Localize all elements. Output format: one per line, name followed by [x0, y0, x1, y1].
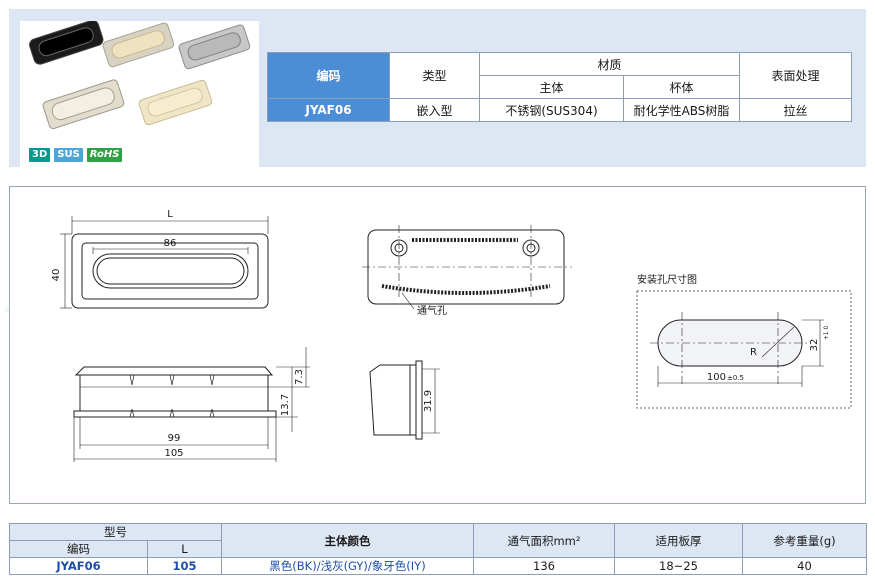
spec-header-type: 类型 — [389, 52, 480, 99]
model-cell-weight: 40 — [742, 557, 867, 575]
side-view — [73, 347, 310, 462]
back-view — [362, 225, 572, 310]
dim-side-13-7: 13.7 — [280, 394, 291, 416]
spec-header-body: 主体 — [479, 75, 624, 99]
certification-badges: 3D SUS RoHS — [29, 148, 123, 162]
badge-3d: 3D — [29, 148, 51, 162]
model-cell-vent-area: 136 — [473, 557, 615, 575]
cutout-diagram — [636, 290, 852, 409]
model-header-vent-area: 通气面积mm² — [473, 523, 615, 558]
cutout-radius-label: R — [750, 347, 757, 358]
cutout-title: 安装孔尺寸图 — [637, 273, 697, 286]
cutout-length-tolerance: ±0.5 — [727, 374, 744, 382]
dim-profile-31-9: 31.9 — [423, 390, 434, 412]
model-cell-l: 105 — [147, 557, 222, 575]
cutout-length-label: 100 — [707, 372, 726, 383]
model-header-model: 型号 — [9, 523, 222, 541]
model-header-color: 主体颜色 — [221, 523, 474, 558]
cutout-height-tolerance: +1 0 — [823, 326, 830, 341]
spec-cell-body: 不锈钢(SUS304) — [479, 98, 624, 122]
dim-height-label: 40 — [51, 269, 62, 282]
spec-header-cup: 杯体 — [622, 75, 741, 99]
dim-side-7-3: 7.3 — [294, 369, 305, 385]
spec-table: 编码 类型 材质 表面处理 主体 杯体 JYAF06 嵌入型 不锈钢(SUS30… — [267, 52, 853, 122]
cutout-height-label: 32 — [809, 339, 820, 352]
model-table: 型号 主体颜色 通气面积mm² 适用板厚 参考重量(g) 编码 L JYAF06… — [9, 523, 867, 575]
spec-cell-type: 嵌入型 — [389, 98, 480, 122]
dim-inner-label: 86 — [164, 238, 177, 249]
model-header-l: L — [147, 540, 222, 558]
spec-header-material: 材质 — [478, 52, 741, 76]
vent-hole-label: 通气孔 — [417, 304, 447, 317]
spec-header-surface: 表面处理 — [739, 52, 853, 99]
model-header-weight: 参考重量(g) — [742, 523, 867, 558]
product-photo: 3D SUS RoHS — [20, 19, 259, 170]
spec-cell-code: JYAF06 — [267, 98, 390, 122]
dim-length-label: L — [167, 209, 173, 220]
front-view — [60, 216, 269, 309]
product-illustration — [29, 19, 251, 130]
technical-drawing-panel: L 86 40 通气孔 99 105 7.3 13.7 31.9 安装孔尺寸图 … — [9, 186, 866, 504]
dim-side-99: 99 — [168, 433, 181, 444]
dim-side-105: 105 — [164, 448, 183, 459]
model-cell-color: 黑色(BK)/浅灰(GY)/象牙色(IY) — [221, 557, 474, 575]
model-cell-code: JYAF06 — [9, 557, 148, 575]
spec-header-code: 编码 — [267, 52, 390, 99]
model-cell-thickness: 18~25 — [614, 557, 743, 575]
badge-sus: SUS — [54, 148, 83, 162]
model-header-code: 编码 — [9, 540, 148, 558]
model-header-thickness: 适用板厚 — [614, 523, 743, 558]
spec-cell-cup: 耐化学性ABS树脂 — [622, 98, 741, 122]
badge-rohs: RoHS — [86, 148, 123, 162]
profile-view — [369, 360, 440, 440]
technical-drawing: L 86 40 通气孔 99 105 7.3 13.7 31.9 安装孔尺寸图 … — [51, 209, 852, 462]
spec-cell-surface: 拉丝 — [739, 98, 853, 122]
